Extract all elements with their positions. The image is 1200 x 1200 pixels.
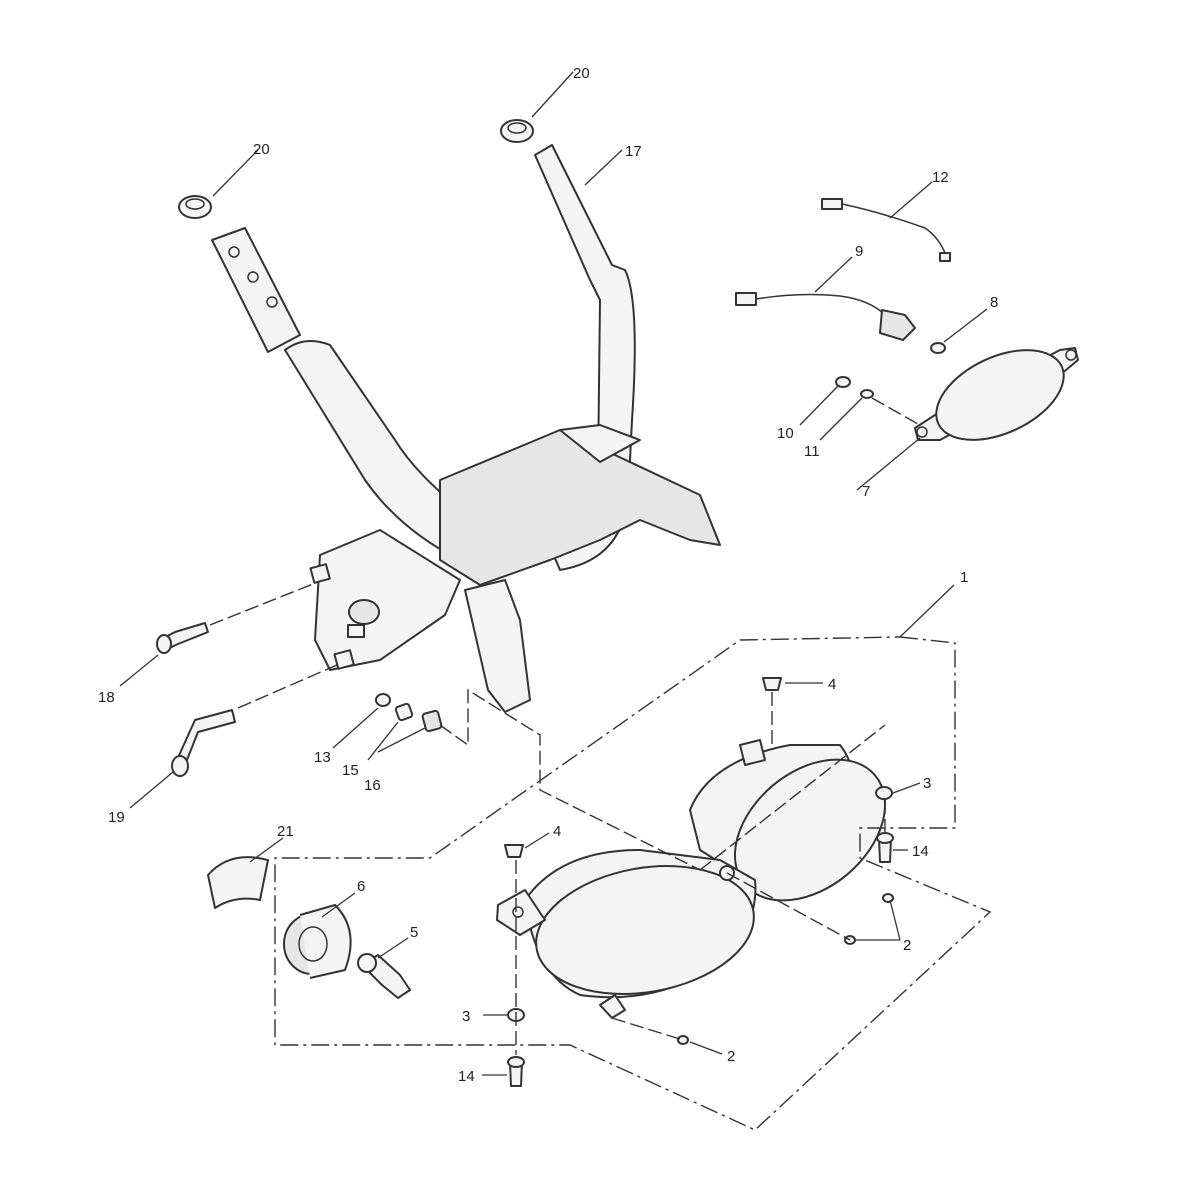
callout-9: 9 — [855, 243, 863, 260]
callout-20: 20 — [573, 65, 590, 82]
callout-4: 4 — [553, 823, 561, 840]
parking-lamp-7 — [914, 347, 1079, 441]
callout-20: 20 — [253, 141, 270, 158]
callout-13: 13 — [314, 749, 331, 766]
callout-21: 21 — [277, 823, 294, 840]
grommet-20-left — [178, 195, 212, 219]
bulb-cover-6 — [283, 904, 352, 979]
callout-11: 11 — [804, 443, 820, 460]
callout-6: 6 — [357, 878, 365, 895]
spacer-3-upper — [875, 786, 893, 800]
callout-14: 14 — [458, 1068, 475, 1085]
grommet-4-upper — [762, 677, 782, 691]
assembly-lines — [209, 397, 992, 1131]
leader-lines — [119, 71, 988, 1076]
callout-14: 14 — [912, 843, 929, 860]
headlamp-assembly-1 — [496, 739, 887, 1019]
nut-13 — [375, 693, 391, 707]
spacer-15 — [394, 702, 414, 722]
washer-11 — [860, 389, 874, 399]
callout-15: 15 — [342, 762, 359, 779]
callout-3: 3 — [923, 775, 931, 792]
callout-1: 1 — [960, 569, 968, 586]
bolt-19 — [171, 709, 236, 777]
callout-2: 2 — [903, 937, 911, 954]
headlamp-bulb-5 — [357, 953, 411, 999]
callout-16: 16 — [364, 777, 381, 794]
callout-2: 2 — [727, 1048, 735, 1065]
grommet-20-right — [500, 119, 534, 143]
callout-18: 18 — [98, 689, 115, 706]
bulb-8 — [930, 342, 946, 354]
callout-5: 5 — [410, 924, 418, 941]
bolt-18 — [156, 622, 209, 654]
callout-4: 4 — [828, 676, 836, 693]
callout-10: 10 — [777, 425, 794, 442]
callout-17: 17 — [625, 143, 642, 160]
callout-7: 7 — [862, 483, 870, 500]
callout-12: 12 — [932, 169, 949, 186]
grommet-4-lower — [504, 844, 524, 858]
callout-labels: 1 2 2 3 3 4 4 5 6 7 8 9 10 11 12 13 14 1… — [98, 65, 998, 1085]
clip-16 — [421, 709, 443, 733]
wire-12 — [821, 198, 951, 262]
callout-3: 3 — [462, 1008, 470, 1025]
screw-2-a — [882, 893, 894, 903]
screw-10 — [835, 376, 851, 388]
callout-8: 8 — [990, 294, 998, 311]
screw-2-c — [677, 1035, 689, 1045]
headlight-frame-17 — [211, 144, 721, 713]
bolt-14-lower — [507, 1056, 525, 1087]
callout-19: 19 — [108, 809, 125, 826]
wire-harness-9 — [735, 292, 916, 341]
boot-21 — [207, 856, 269, 909]
bolt-14-right — [876, 832, 894, 863]
